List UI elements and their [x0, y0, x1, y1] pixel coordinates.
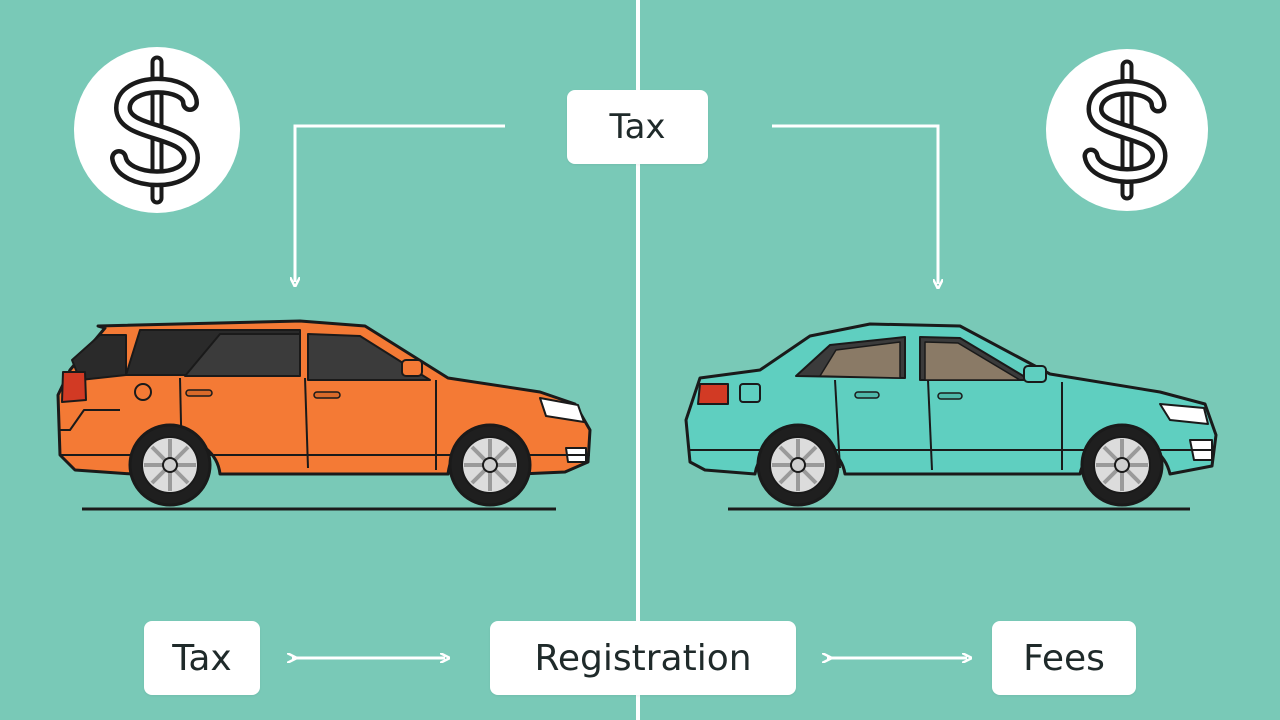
label-tax-top: Tax — [567, 90, 708, 164]
dollar-sign-icon — [1082, 59, 1168, 201]
label-fees-text: Fees — [1023, 637, 1105, 679]
teal-sedan — [684, 322, 1218, 507]
label-registration: Registration — [490, 621, 796, 695]
label-tax-bottom-text: Tax — [172, 637, 232, 679]
arrow-tax-to-suv — [295, 124, 505, 282]
label-fees: Fees — [992, 621, 1136, 695]
label-registration-text: Registration — [534, 637, 752, 679]
right-dollar-coin — [1046, 49, 1208, 211]
label-tax-top-text: Tax — [609, 107, 666, 147]
left-dollar-coin — [74, 47, 240, 213]
dollar-sign-icon — [110, 55, 201, 205]
orange-suv — [56, 319, 592, 507]
arrow-tax-to-sedan — [772, 124, 938, 284]
label-tax-bottom: Tax — [144, 621, 260, 695]
center-divider — [636, 0, 640, 720]
